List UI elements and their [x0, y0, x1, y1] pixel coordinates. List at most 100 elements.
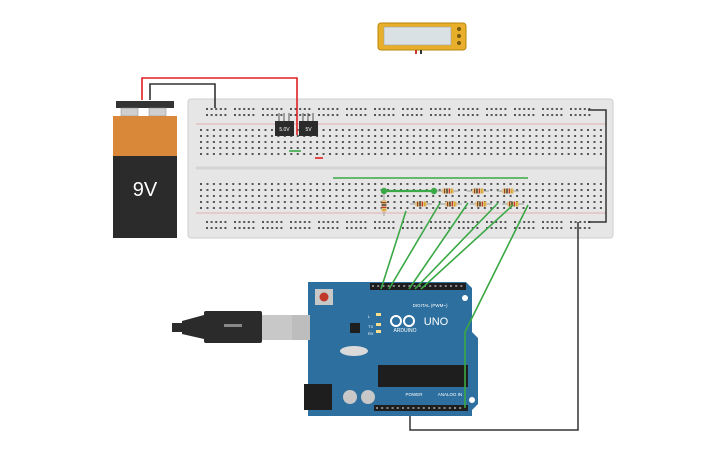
breadboard-hole	[200, 129, 202, 131]
breadboard-hole	[225, 147, 228, 149]
header-pin[interactable]	[408, 285, 411, 287]
header-pin[interactable]	[391, 407, 394, 409]
breadboard-hole	[514, 108, 516, 110]
header-pin[interactable]	[392, 285, 395, 287]
breadboard-hole	[470, 153, 473, 155]
header-pin[interactable]	[422, 407, 425, 409]
breadboard-hole	[322, 135, 325, 137]
header-pin[interactable]	[450, 285, 452, 287]
breadboard-hole	[387, 153, 390, 155]
header-pin[interactable]	[448, 407, 451, 409]
breadboard-hole	[367, 183, 370, 185]
header-pin[interactable]	[433, 407, 436, 409]
breadboard-hole	[258, 135, 261, 137]
resistor[interactable]	[410, 201, 432, 207]
resistor[interactable]	[467, 188, 489, 194]
header-pin[interactable]	[438, 407, 441, 409]
breadboard-hole	[496, 153, 499, 155]
breadboard-hole	[458, 195, 460, 197]
resistor[interactable]	[470, 201, 492, 207]
battery-9v[interactable]: 9V	[113, 101, 177, 238]
breadboard-hole	[406, 141, 409, 143]
breadboard-hole	[561, 135, 564, 137]
breadboard-hole	[432, 153, 435, 155]
header-pin[interactable]	[403, 285, 406, 287]
breadboard-hole	[206, 108, 208, 110]
resistor[interactable]	[440, 201, 462, 207]
resistors[interactable]	[381, 188, 525, 217]
breadboard-hole	[294, 114, 297, 116]
header-pin[interactable]	[377, 285, 380, 287]
header-pin[interactable]	[386, 407, 389, 409]
breadboard-hole	[495, 221, 498, 223]
breadboard-hole	[210, 221, 213, 223]
voltage-regulator-1[interactable]: 5.0V	[275, 113, 294, 136]
header-pin[interactable]	[381, 407, 384, 409]
header-pin[interactable]	[418, 285, 421, 287]
breadboard-hole	[406, 195, 409, 197]
header-pin[interactable]	[407, 407, 410, 409]
header-pin[interactable]	[460, 285, 463, 287]
breadboard-hole	[580, 201, 583, 203]
breadboard-hole	[350, 108, 353, 110]
breadboard-hole	[541, 183, 544, 185]
breadboard-hole	[548, 189, 551, 191]
header-pin[interactable]	[444, 285, 447, 287]
breadboard-hole	[477, 207, 480, 209]
breadboard-hole	[470, 141, 473, 143]
breadboard-hole	[554, 183, 557, 185]
breadboard-hole	[367, 129, 370, 131]
breadboard-hole	[458, 135, 460, 137]
header-pin[interactable]	[417, 407, 420, 409]
header-pin[interactable]	[382, 285, 385, 287]
breadboard-hole	[206, 195, 209, 197]
resistor[interactable]	[381, 194, 387, 216]
resistor[interactable]	[502, 201, 524, 207]
usb-cable[interactable]	[172, 311, 310, 343]
header-pin[interactable]	[439, 285, 442, 287]
header-pin[interactable]	[396, 407, 399, 409]
header-pin[interactable]	[376, 407, 378, 409]
breadboard-hole	[348, 201, 351, 203]
breadboard-hole	[378, 221, 381, 223]
resistor[interactable]	[497, 188, 519, 194]
header-pin[interactable]	[454, 407, 456, 409]
breadboard-hole	[548, 207, 551, 209]
header-pin[interactable]	[428, 407, 430, 409]
breadboard-hole	[245, 153, 248, 155]
breadboard-hole	[451, 141, 454, 143]
header-pin[interactable]	[413, 285, 416, 287]
breadboard-hole	[374, 147, 377, 149]
breadboard-hole	[290, 141, 293, 143]
breadboard-hole	[490, 141, 493, 143]
header-pin[interactable]	[459, 407, 462, 409]
header-pin[interactable]	[372, 285, 374, 287]
header-pin[interactable]	[398, 285, 400, 287]
breadboard-hole	[393, 201, 396, 203]
breadboard-hole	[258, 201, 261, 203]
header-pin[interactable]	[387, 285, 390, 287]
breadboard-hole	[271, 108, 274, 110]
voltage-regulator-2[interactable]: 5V	[299, 113, 318, 136]
breadboard-hole	[296, 183, 299, 185]
breadboard-hole	[361, 201, 364, 203]
header-pin[interactable]	[443, 407, 446, 409]
breadboard-hole	[336, 221, 339, 223]
breadboard-hole	[496, 183, 499, 185]
breadboard-hole	[264, 129, 267, 131]
breadboard[interactable]	[187, 98, 614, 239]
resistor[interactable]	[437, 188, 459, 194]
breadboard-hole	[464, 147, 467, 149]
breadboard-hole	[445, 141, 448, 143]
header-pin[interactable]	[429, 285, 432, 287]
header-pin[interactable]	[402, 407, 404, 409]
header-pin[interactable]	[455, 285, 458, 287]
header-pin[interactable]	[412, 407, 415, 409]
breadboard-hole	[354, 201, 357, 203]
header-pin[interactable]	[434, 285, 437, 287]
breadboard-hole	[275, 221, 278, 223]
arduino-uno[interactable]: ARDUINO UNO DIGITAL (PWM~) POWER ANALOG …	[304, 282, 478, 416]
breadboard-hole	[355, 227, 358, 229]
lcd-display[interactable]	[377, 22, 467, 54]
breadboard-hole	[496, 207, 499, 209]
